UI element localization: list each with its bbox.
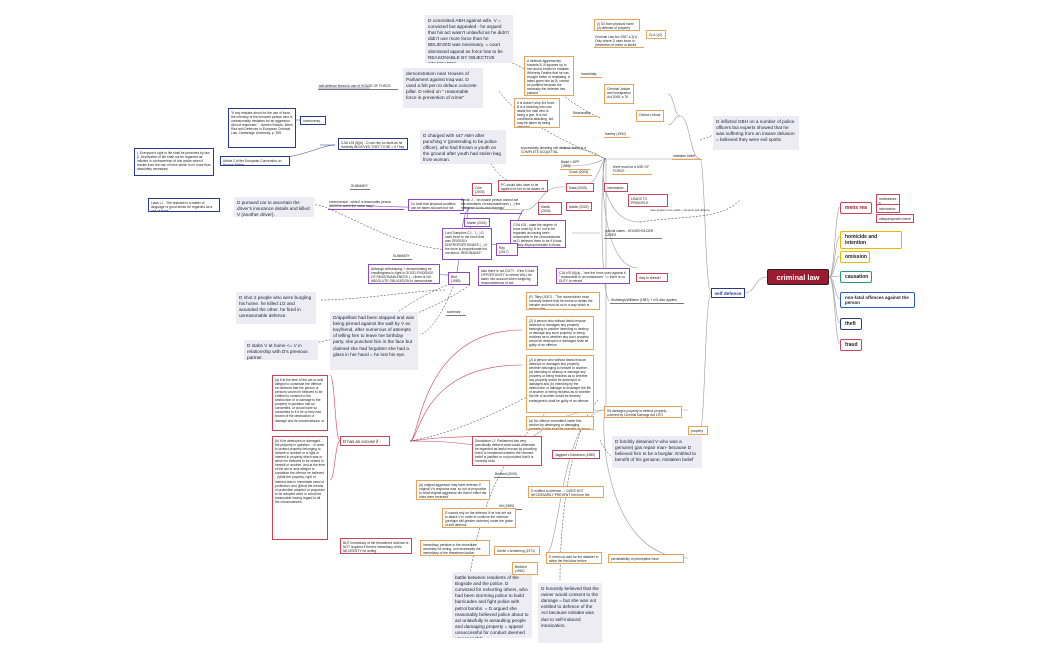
- note-quote-ameen[interactable]: "If any mistake about for the use of for…: [228, 108, 296, 148]
- note-original-aggressor[interactable]: (a) original aggressor may have defence …: [416, 480, 490, 500]
- mens-rea-child-intoxication[interactable]: intoxication: [876, 204, 900, 214]
- note-immediacy-not-required[interactable]: BUT immediacy of the threatened violence…: [340, 538, 412, 554]
- note-excuse-b[interactable]: (b) if he destroyed or damaged... the pr…: [272, 436, 328, 540]
- note-excuse-a[interactable]: (a) if at the time of the act or acts al…: [272, 375, 328, 431]
- mens-rea-child-oblique[interactable]: oblique/specific intent: [876, 214, 914, 224]
- case-box-intoxication-mistake[interactable]: D honestly believed that the owner would…: [538, 583, 602, 643]
- node-use-of-force[interactable]: there must be a USE OF FORCE: [612, 165, 652, 175]
- category-homicide[interactable]: homicide and intention: [840, 231, 902, 249]
- note-cda-s1-1[interactable]: (2) A person who without lawful excuse d…: [526, 316, 594, 350]
- note-donaldson[interactable]: Donaldson LJ: Parliament has very specif…: [472, 436, 542, 466]
- node-stubbings-williams[interactable]: Stubbings/Williams (1987) + s76 also app…: [610, 298, 684, 304]
- node-summary-1[interactable]: SUMMARY: [350, 184, 370, 190]
- label-case-applies: case applies to be public + property sel…: [650, 208, 710, 212]
- node-cla-1-2[interactable]: CLA 1(2): [646, 30, 666, 40]
- note-kelly[interactable]: D cannot rely on the defence if he has s…: [442, 508, 516, 528]
- case-box-stab[interactable]: D stabs V at home <= V in relationship w…: [244, 340, 318, 360]
- node-summary-3[interactable]: summary: [446, 310, 466, 316]
- node-excuse[interactable]: D has an excuse if -: [340, 436, 390, 446]
- case-box-glass[interactable]: D/appellant had been slapped and was bei…: [330, 312, 418, 370]
- node-hart-dpp[interactable]: Blake v DPP (1993): [560, 160, 590, 170]
- note-cjia-s76-8b[interactable]: CJIA s76 (8)(b) - D can rely on facts as…: [338, 138, 408, 150]
- node-bedford-1961[interactable]: Bedford (1961): [512, 562, 538, 576]
- note-physical-condition[interactable]: Co held that physical condition can be t…: [408, 199, 464, 211]
- node-jaggard[interactable]: Jaggard v Dickinson (1980): [552, 450, 600, 460]
- note-house-of-force[interactable]: self-defence linked to use of HOUSE OF F…: [318, 84, 398, 90]
- node-kaka[interactable]: Kaka (2005): [566, 183, 594, 193]
- note-devlin-j[interactable]: Devlin J - "an insane person cannot set …: [460, 198, 522, 214]
- case-box-burglars[interactable]: D shot 2 people who were burgling his ho…: [236, 292, 316, 324]
- root-node-criminal-law[interactable]: criminal law: [767, 269, 829, 285]
- case-box-bogside[interactable]: battle between residents of the Bogside …: [452, 572, 532, 638]
- note-art2-text[interactable]: (..Everyone's right to life shall be pro…: [134, 148, 214, 176]
- node-immediately[interactable]: Immedially: [580, 72, 602, 78]
- node-mental-illness[interactable]: Martin (2002): [566, 202, 592, 212]
- category-fraud[interactable]: fraud: [840, 339, 862, 351]
- note-also-no-duty[interactable]: also there is not DUTY - if the D had OP…: [478, 266, 538, 286]
- note-cda-s1-3[interactable]: (a) No offence committed under this sect…: [526, 416, 594, 430]
- note-withdrawing[interactable]: Although withdrawing + demonstrating an …: [368, 264, 440, 284]
- node-cole[interactable]: Cole (2003): [472, 183, 492, 197]
- node-bedford-2005[interactable]: Bedford (2005): [494, 472, 520, 478]
- note-cda-s1-2[interactable]: (2) A person who without lawful excuse d…: [526, 355, 594, 413]
- node-permissibility-preemptive[interactable]: permissibility of preemptive force: [608, 554, 684, 564]
- node-hayward[interactable]: Crook (2004): [568, 170, 592, 176]
- note-laws-lj[interactable]: Laws LJ - "the restraint is a matter of …: [148, 198, 220, 212]
- category-mens-rea[interactable]: mens rea: [840, 202, 872, 214]
- case-box-car-insurance[interactable]: D pursued car to ascertain the driver's …: [234, 197, 314, 217]
- node-property[interactable]: property: [688, 426, 708, 436]
- note-cjia-s76-disproportionate[interactable]: CJIA s76 - state the degree of force use…: [510, 220, 566, 248]
- node-leads-to-principle[interactable]: LEADS TO PRINCIPLE: [628, 194, 668, 208]
- node-hartley[interactable]: Hartley (1992): [604, 132, 630, 138]
- note-f-tilley[interactable]: (F) Tilley (2007) - "The householder mus…: [526, 292, 600, 310]
- case-box-punching[interactable]: D charged with s47 ABH after punching V …: [420, 130, 506, 164]
- node-ray-2017[interactable]: Ray (2017): [496, 243, 518, 257]
- node-devlin-armstrong[interactable]: Devlin v Armstrong (1971): [494, 546, 540, 556]
- note-test-complete-acquittal[interactable]: successfully pleading self defence leads…: [520, 146, 600, 156]
- category-nonfatal[interactable]: non-fatal offences against the person: [840, 292, 915, 308]
- category-theft[interactable]: theft: [840, 318, 862, 330]
- node-summary-2[interactable]: SUMMARY: [392, 254, 412, 260]
- case-box-insane-delusion[interactable]: D inflicted GBH on a number of police of…: [713, 116, 799, 150]
- note-cannot-rely[interactable]: PC would also have to be applied for her…: [498, 180, 548, 192]
- note-cla-s3[interactable]: Criminal Law Act 1967 s.3(1) - Only wher…: [594, 35, 644, 48]
- note-controversial-reasonable[interactable]: controversial - what if a reasonable per…: [328, 200, 404, 210]
- case-box-parliament-demo[interactable]: demonstration near Houses of Parliament …: [403, 68, 483, 108]
- note-imminent[interactable]: It is doesn't stop B's force. B is a wed…: [514, 98, 560, 128]
- category-omission[interactable]: omission: [840, 251, 870, 263]
- node-special-cases[interactable]: special cases - HOUSEHOLDER CASES: [604, 229, 662, 239]
- node-s5-damages-property[interactable]: S5 damages property to defend property -…: [604, 406, 682, 418]
- note-need-not-wait[interactable]: D need not wait for the attacker to stri…: [546, 552, 602, 564]
- node-intoxication[interactable]: intoxication: [604, 183, 628, 193]
- note-anticipate[interactable]: A defends aggressively towards B. B squa…: [524, 56, 574, 96]
- category-causation[interactable]: causation: [840, 271, 872, 283]
- node-bird-1985[interactable]: Bird (1985): [448, 272, 470, 286]
- node-reasonably[interactable]: Reasonably: [572, 111, 598, 117]
- node-controversy[interactable]: controversy: [300, 116, 326, 126]
- node-oxford-moss[interactable]: Oxford v Moss: [636, 110, 664, 122]
- node-article-2-echr[interactable]: Article 2 of the European Convention on …: [220, 156, 290, 166]
- note-cja-s76-6a[interactable]: CJA s76 (6)(a) - "see the force used aga…: [556, 268, 630, 284]
- node-cjia-2008[interactable]: Criminal Justice and Immigration Act 200…: [604, 84, 634, 104]
- case-box-gas-repair[interactable]: D forcibly detained V who was a genuine)…: [612, 436, 702, 468]
- note-lord-sumption[interactable]: Lord Sumption CJ - "(...) D uses force t…: [442, 228, 492, 260]
- note-s3-physical-harm[interactable]: (i) S3 from physical harm (ii) defense o…: [594, 19, 640, 31]
- note-mistake-not-prevent[interactable]: D entitled to defence → DOES NOT NECESSA…: [528, 486, 604, 498]
- node-duty-to-retreat[interactable]: duty to retreat?: [636, 273, 668, 283]
- note-immediacy-pertains[interactable]: Immediacy pertains to the immediate nece…: [420, 540, 490, 556]
- node-self-defence[interactable]: self defence: [711, 288, 745, 298]
- case-box-abh-wife[interactable]: D committed ABH against wife. V = convic…: [425, 15, 513, 63]
- node-martin-2002[interactable]: Martin (2002): [464, 218, 490, 228]
- node-mistaken-belief[interactable]: mistaken belief: [672, 154, 702, 160]
- node-martin-2003[interactable]: Martin (2003): [538, 202, 562, 216]
